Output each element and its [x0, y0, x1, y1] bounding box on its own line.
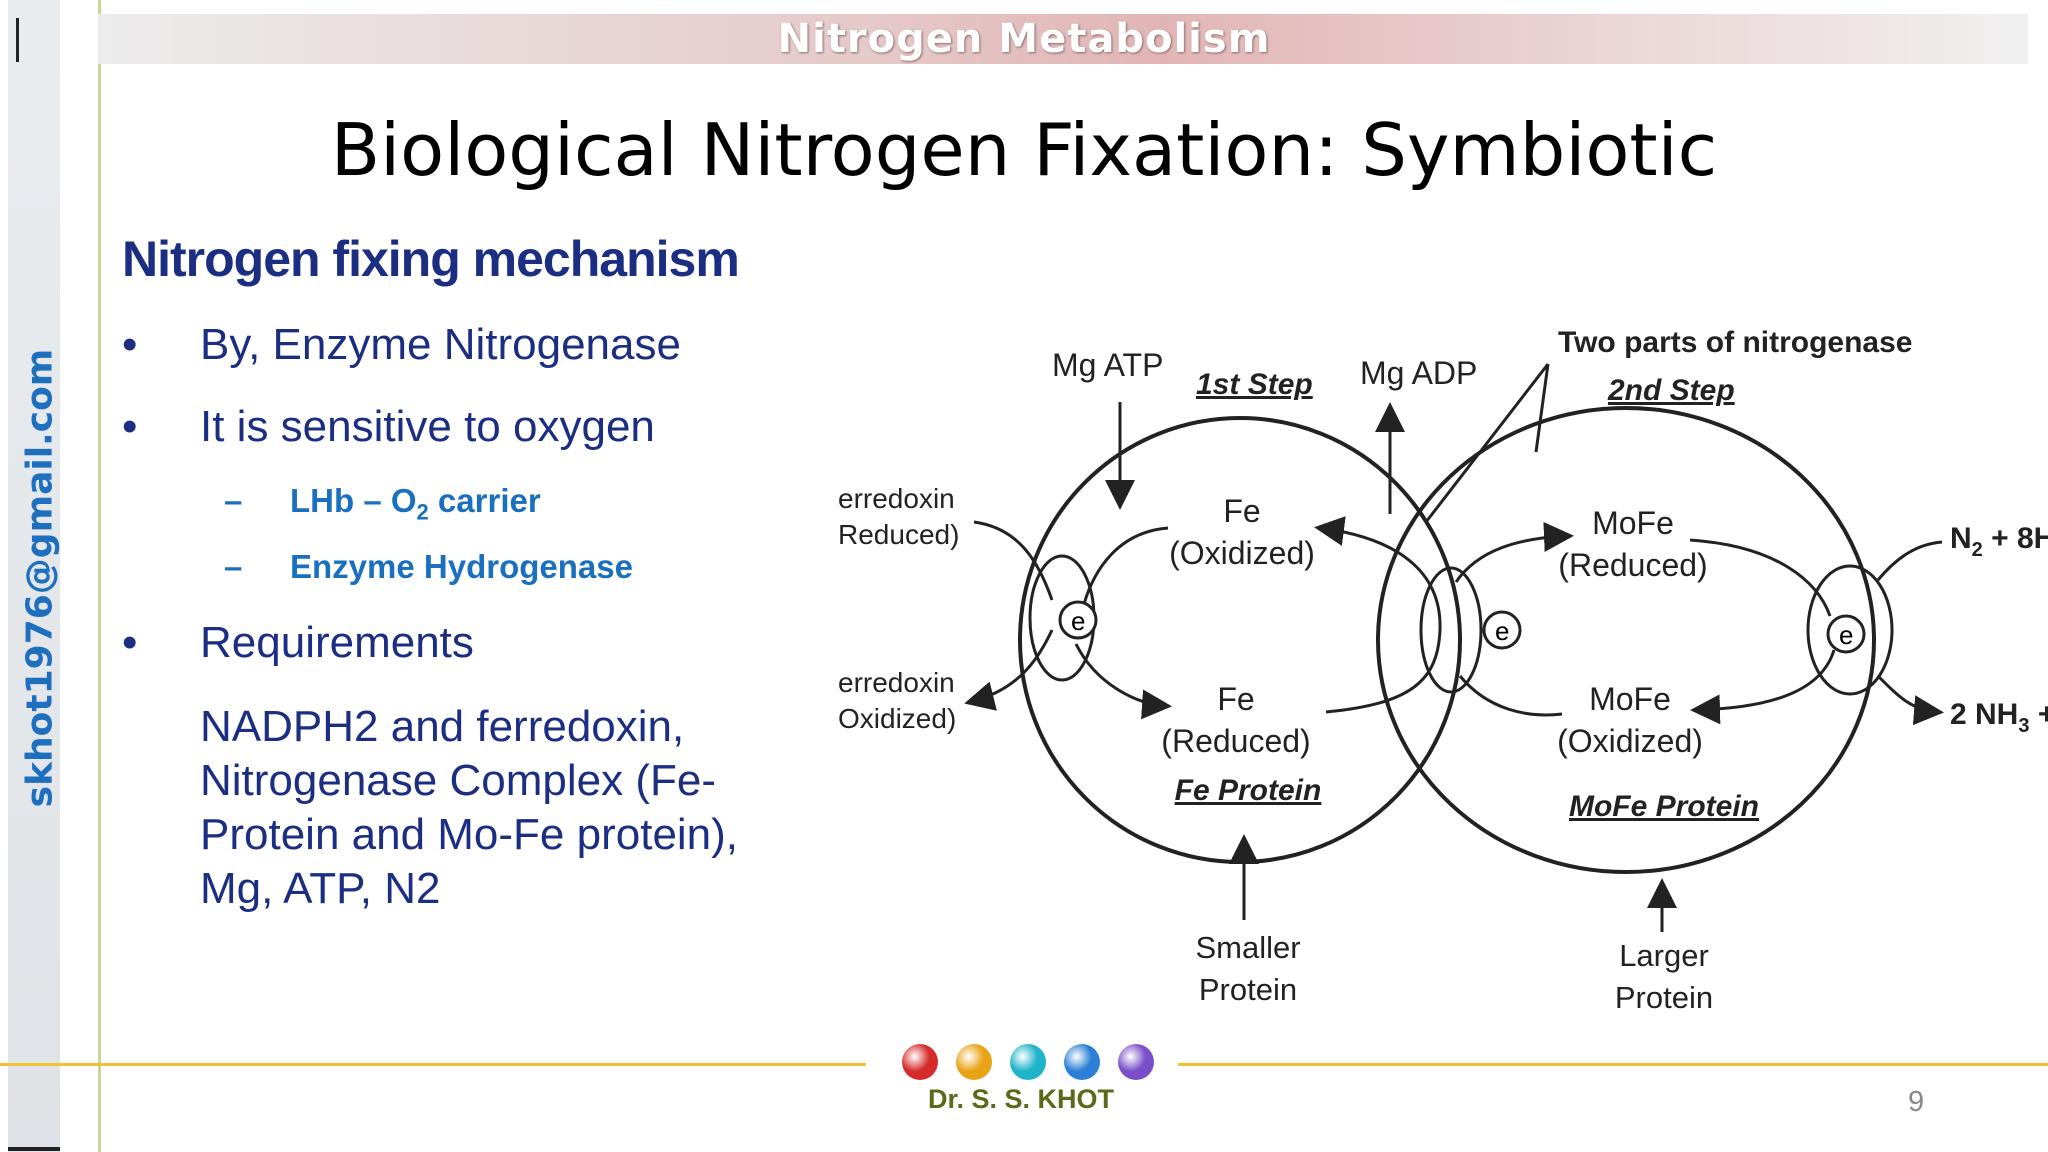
nh3-text: 2 NH [1950, 698, 2018, 731]
fe-reduced-label: Fe (Reduced) [1161, 681, 1310, 759]
electron-label: e [1495, 616, 1509, 646]
requirements-line: Protein and Mo-Fe protein), [200, 810, 739, 859]
nitrogenase-diagram: e e e Mg ATP 1st Step Mg ADP Two parts o… [838, 300, 2048, 1020]
sub-bullet-marker: – [224, 548, 243, 585]
two-parts-pointer [1534, 363, 1550, 453]
slide-title: Biological Nitrogen Fixation: Symbiotic [330, 108, 1718, 192]
ferredoxin-oxidized-line: Oxidized) [838, 703, 956, 734]
requirements-line: Mg, ATP, N2 [200, 864, 441, 913]
ferredoxin-reduced-line: erredoxin [838, 483, 955, 514]
nh3-subscript: 3 [2018, 715, 2029, 737]
vertical-rule [98, 0, 101, 1152]
side-strip [8, 0, 60, 1152]
n2-text: N [1950, 522, 1972, 555]
footer-ball-icon [1064, 1044, 1100, 1080]
n2-subscript: 2 [1972, 539, 1983, 561]
electron-icon [1058, 600, 1098, 640]
ferredoxin-oxidized-line: erredoxin [838, 667, 955, 698]
requirements-paragraph: NADPH2 and ferredoxin, Nitrogenase Compl… [200, 700, 800, 916]
fe-reduced-line: Fe [1217, 681, 1254, 717]
electron-flow-arrow [964, 629, 1054, 711]
electron-flow-arrow [1082, 526, 1169, 605]
bullet-text: It is sensitive to oxygen [200, 402, 655, 451]
electron-label: e [1071, 606, 1085, 636]
first-step-label: 1st Step [1196, 368, 1313, 401]
email-vertical: skhot1976@gmail.com [19, 348, 61, 808]
carrier-text: carrier [428, 482, 541, 519]
nh3-product-label: 2 NH3 + H2 [1950, 698, 2048, 737]
two-parts-pointer [1424, 363, 1550, 523]
mofe-protein-label: MoFe Protein [1569, 790, 1759, 823]
electron-icon [1482, 610, 1522, 650]
footer-ball-icon [902, 1044, 938, 1080]
bullet-marker: • [122, 402, 138, 451]
center-electron-loop [1419, 566, 1483, 694]
footer-ball-icon [1118, 1044, 1154, 1080]
mofe-oxidized-line: (Oxidized) [1557, 723, 1703, 759]
side-mark [16, 18, 19, 62]
o2-subscript: 2 [416, 499, 429, 525]
bullet-text: Requirements [200, 618, 474, 667]
mofe-oxidized-line: MoFe [1589, 681, 1671, 717]
lhb-text: LHb – O [290, 482, 417, 519]
banner-title: Nitrogen Metabolism [777, 16, 1271, 62]
n2-reactant-label: N2 + 8H+ [1950, 518, 2048, 561]
right-electron-loop [1806, 564, 1894, 696]
sub-bullet-text: Enzyme Hydrogenase [290, 548, 633, 585]
fe-protein-label: Fe Protein [1175, 774, 1322, 807]
fe-oxidized-line: (Oxidized) [1169, 535, 1315, 571]
h2-text: + H [2029, 698, 2048, 731]
two-parts-label: Two parts of nitrogenase [1558, 326, 1912, 359]
bullet-marker: • [122, 320, 138, 369]
mofe-reduced-label: MoFe (Reduced) [1558, 505, 1707, 583]
mofe-oxidized-label: MoFe (Oxidized) [1557, 681, 1703, 759]
second-step-label: 2nd Step [1607, 374, 1735, 407]
electron-flow-arrow [1690, 649, 1836, 725]
electron-flow-arrow [1074, 643, 1172, 720]
electron-label: e [1839, 620, 1853, 650]
mofe-reduced-line: MoFe [1592, 505, 1674, 541]
page-number: 9 [1908, 1086, 1925, 1118]
fe-oxidized-line: Fe [1223, 493, 1260, 529]
mg-adp-label: Mg ADP [1360, 355, 1477, 391]
header-band [98, 14, 2028, 64]
bullet-marker: • [122, 618, 138, 667]
electron-flow-arrow [1314, 516, 1442, 714]
author-name: Dr. S. S. KHOT [928, 1084, 1115, 1114]
mofe-protein-circle [1376, 406, 1876, 874]
mofe-reduced-line: (Reduced) [1558, 547, 1707, 583]
electron-flow-arrow [1689, 538, 1832, 617]
fe-reduced-line: (Reduced) [1161, 723, 1310, 759]
requirements-line: NADPH2 and ferredoxin, [200, 702, 685, 751]
electron-flow-arrow [1454, 521, 1574, 583]
electron-flow-arrow [973, 520, 1054, 601]
side-mark-bottom [8, 1147, 60, 1151]
sub-bullet-marker: – [224, 482, 243, 519]
n2-rest-text: + 8H [1983, 522, 2048, 555]
larger-protein-line: Larger [1619, 938, 1709, 973]
electron-flow-arrow [1458, 675, 1563, 717]
ferredoxin-reduced-line: Reduced) [838, 519, 959, 550]
fe-oxidized-label: Fe (Oxidized) [1169, 493, 1315, 571]
electron-icon [1826, 614, 1866, 654]
smaller-protein-line: Protein [1199, 972, 1297, 1007]
electron-flow-arrow [1876, 674, 1944, 726]
footer-ball-icon [956, 1044, 992, 1080]
smaller-protein-line: Smaller [1195, 930, 1300, 965]
footer-ball-icon [1010, 1044, 1046, 1080]
sub-bullet-text: LHb – O2 carrier [290, 482, 541, 526]
subheading: Nitrogen fixing mechanism [122, 231, 740, 287]
mg-atp-label: Mg ATP [1052, 347, 1163, 383]
larger-protein-line: Protein [1615, 980, 1713, 1015]
bullet-text: By, Enzyme Nitrogenase [200, 320, 681, 369]
footer-rule-right [1178, 1063, 2048, 1066]
electron-flow-arrow [1876, 540, 1943, 581]
requirements-line: Nitrogenase Complex (Fe- [200, 756, 716, 805]
footer-rule-left [0, 1063, 866, 1066]
